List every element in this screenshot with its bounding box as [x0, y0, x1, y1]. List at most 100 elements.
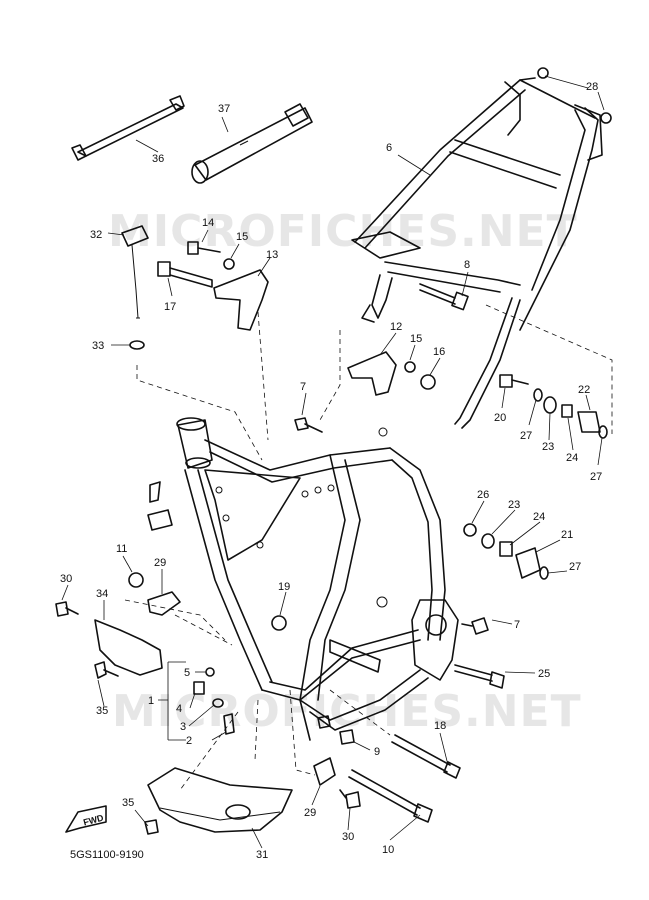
ref-line-29: [174, 614, 233, 646]
callout-31: 31: [256, 849, 268, 861]
callout-17: 17: [164, 301, 176, 313]
callout-1: 1: [148, 695, 154, 707]
callout-10: 10: [382, 844, 394, 856]
callout-5: 5: [184, 667, 190, 679]
bolt-part-35b: [144, 819, 159, 835]
washer-part-15b: [404, 361, 416, 373]
callout-9: 9: [374, 746, 380, 758]
callout-18: 18: [434, 720, 446, 732]
callout-13: 13: [266, 249, 278, 261]
collar-part-23a: [543, 396, 557, 414]
bolt-part-30a: [55, 601, 79, 617]
washer-part-27b: [598, 425, 608, 439]
damper-part-21: [515, 547, 541, 579]
bolt-part-17: [157, 261, 213, 288]
callout-4: 4: [176, 703, 182, 715]
watermark-bottom: MICROFICHES.NET: [112, 686, 582, 737]
callout-labels: 28 6 8 37 36 32 33 14 15 13 17 12 15 16 …: [60, 81, 602, 861]
washer-part-15: [223, 258, 235, 270]
diagram-code: 5GS1100-9190: [70, 849, 144, 861]
callout-16: 16: [433, 346, 445, 358]
callout-6: 6: [386, 142, 392, 154]
callout-21: 21: [561, 529, 573, 541]
bracket-part-29b: [313, 757, 336, 786]
dipstick-part-32: [121, 225, 149, 319]
nut-part-26: [463, 523, 477, 537]
forward-direction-arrow: FWD: [65, 805, 107, 833]
spacer-part-24b: [499, 541, 513, 557]
nut-part-19: [271, 615, 287, 631]
callout-19: 19: [278, 581, 290, 593]
bolt-part-2: [223, 713, 235, 735]
callout-29a: 29: [154, 557, 166, 569]
callout-15b: 15: [410, 333, 422, 345]
callout-36: 36: [152, 153, 164, 165]
callout-7a: 7: [300, 381, 306, 393]
callout-30b: 30: [342, 831, 354, 843]
washer-part-27a: [533, 388, 543, 402]
bracket-part-13: [213, 269, 269, 331]
callout-30a: 30: [60, 573, 72, 585]
ref-line-31b: [254, 699, 259, 761]
bolt-part-18: [391, 734, 461, 779]
ref-line-34: [124, 599, 226, 641]
leader-lines: [61, 75, 605, 849]
bolt-part-8: [419, 283, 469, 311]
wrench-part-36: [71, 95, 185, 161]
callout-12: 12: [390, 321, 402, 333]
callout-23a: 23: [542, 441, 554, 453]
bracket-part-12: [347, 351, 397, 396]
skid-plate-part-31: [147, 767, 293, 833]
callout-35b: 35: [122, 797, 134, 809]
callout-11: 11: [116, 543, 127, 555]
bolt-part-7b: [461, 617, 489, 635]
callout-34: 34: [96, 588, 108, 600]
callout-35a: 35: [96, 705, 108, 717]
bolt-part-30b: [339, 789, 361, 809]
collar-part-23b: [481, 533, 495, 549]
bolt-part-35a: [94, 661, 119, 679]
ref-line-18: [329, 689, 391, 736]
callout-27c: 27: [569, 561, 581, 573]
callout-22: 22: [578, 384, 590, 396]
bolt-part-14: [187, 241, 221, 255]
ref-line-12: [319, 330, 341, 421]
washer-part-27c: [539, 566, 549, 580]
watermark-top: MICROFICHES.NET: [108, 206, 578, 257]
callout-2: 2: [186, 735, 192, 747]
ref-line-33: [136, 365, 263, 461]
ref-line-29b: [289, 689, 316, 776]
callout-3: 3: [180, 721, 186, 733]
callout-26: 26: [477, 489, 489, 501]
bolt-part-25: [454, 664, 505, 689]
ref-line-13: [257, 311, 269, 441]
callout-24b: 24: [533, 511, 545, 523]
callout-7b: 7: [514, 619, 520, 631]
nut-part-28a: [537, 67, 549, 79]
damper-part-22: [577, 411, 601, 433]
callout-28: 28: [586, 81, 598, 93]
washer-part-5: [205, 667, 215, 677]
socket-wrench-part-37: [191, 103, 313, 184]
nut-part-28b: [600, 112, 612, 124]
guard-part-34: [94, 619, 163, 676]
callout-14: 14: [202, 217, 214, 229]
bolt-part-10: [348, 769, 433, 823]
ref-line-22: [485, 304, 613, 434]
callout-27b: 27: [590, 471, 602, 483]
spacer-part-24a: [561, 404, 573, 418]
bolt-part-4: [193, 681, 205, 695]
callout-15: 15: [236, 231, 248, 243]
callout-27a: 27: [520, 430, 532, 442]
callout-32: 32: [90, 229, 102, 241]
callout-25: 25: [538, 668, 550, 680]
callout-33: 33: [92, 340, 104, 352]
bracket-part-29a: [147, 591, 181, 616]
main-frame: [147, 417, 459, 741]
rear-subframe-part-6: [351, 77, 603, 429]
callout-29b: 29: [304, 807, 316, 819]
nut-part-16: [420, 374, 436, 390]
callout-20: 20: [494, 412, 506, 424]
nut-part-11: [128, 572, 144, 588]
